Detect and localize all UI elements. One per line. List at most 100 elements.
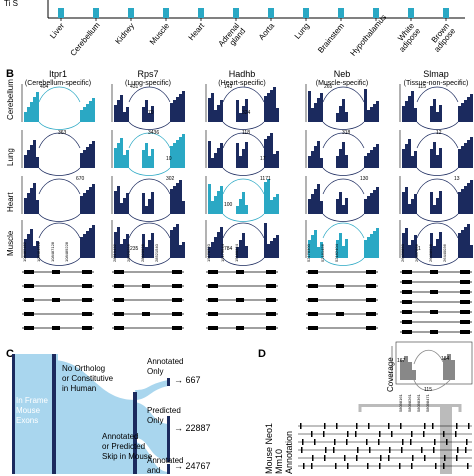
coverage-bar (308, 156, 311, 168)
coverage-bar (430, 192, 433, 214)
splice-junction-arc (222, 121, 265, 130)
annotation-exon (325, 447, 327, 453)
coordinate-label: 28521540 (154, 244, 159, 262)
exon-block (266, 284, 276, 288)
coverage-bar (314, 189, 317, 214)
coverage-bar (433, 142, 436, 168)
coverage-bar (236, 206, 239, 214)
exon-block (24, 298, 34, 302)
panel-d-track-label: Mouse Neo1 Mm10 Annotation (264, 422, 294, 474)
annotation-exon (323, 431, 325, 437)
coverage-bar (120, 244, 123, 258)
panel-c-flow-0-label: Annotated Only (147, 357, 184, 376)
exon-block (208, 312, 218, 316)
coverage-bar (36, 92, 39, 122)
coverage-bar (433, 99, 436, 122)
junction-count: 318 (342, 130, 351, 136)
coverage-bar (402, 233, 405, 258)
coverage-bar (208, 184, 211, 214)
coverage-bar (173, 186, 176, 214)
coverage-bar (267, 136, 270, 168)
gene-title-itpr1: Itpr1(Cerebellum-specific) (18, 70, 98, 88)
coverage-bar (267, 93, 270, 122)
panel-a-bar (163, 8, 169, 18)
splice-junction-arc (416, 257, 459, 266)
coverage-bar (317, 98, 320, 122)
coverage-bar (433, 205, 436, 214)
coverage-bar (467, 97, 470, 122)
gene-specificity: (Lung-specific) (125, 80, 171, 87)
exon-block (308, 284, 318, 288)
splice-junction-arc (416, 121, 459, 130)
exon-block (266, 298, 276, 302)
splice-junction-arc (322, 86, 365, 103)
panel-c-flow-1-value: → 22887 (174, 423, 211, 433)
junction-count: 143 (224, 84, 233, 90)
coverage-bar (311, 194, 314, 214)
coverage-bar (145, 143, 148, 168)
panel-c-top-label: No Ortholog or Constitutive in Human (62, 364, 114, 393)
exon-block (172, 326, 182, 330)
panel-c-left-label: In Frame Mouse Exons (16, 396, 49, 425)
coverage-bar (470, 180, 473, 214)
coverage-bar (86, 104, 89, 122)
coverage-bar (439, 232, 442, 258)
coverage-bar (336, 199, 339, 214)
coverage-bar (80, 153, 83, 168)
splice-junction-arc (222, 167, 265, 176)
exon-block (460, 330, 470, 334)
coverage-bar (83, 107, 86, 122)
exon-block (402, 310, 412, 314)
exon-block (24, 284, 34, 288)
junction-count: 235 (130, 246, 139, 252)
coverage-bar (30, 229, 33, 258)
coverage-bar (467, 140, 470, 168)
coverage-bar (123, 155, 126, 168)
panel-c-flow-1-label: Predicted Only (147, 406, 181, 425)
coverage-bar (24, 239, 27, 258)
annotation-exon (389, 447, 391, 453)
panel-d-figure (298, 341, 473, 474)
exon-block (402, 320, 412, 324)
annotation-exon (379, 431, 381, 437)
junction-count: 10 (166, 156, 172, 162)
coordinate-label: 108489228 (64, 241, 69, 262)
coverage-bar (411, 91, 414, 122)
junction-count: 70 (148, 110, 154, 116)
coordinate-label: 15180324 (234, 244, 239, 262)
coverage-bar (402, 149, 405, 168)
panel-a-bar (373, 8, 379, 18)
annotation-exon (465, 447, 467, 453)
coverage-bar (176, 140, 179, 168)
coverage-bar (370, 193, 373, 214)
coverage-bar (270, 133, 273, 168)
coverage-bar (220, 186, 223, 214)
exon-block (82, 312, 92, 316)
gene-specificity: (Tissue-non-specific) (403, 80, 469, 87)
annotation-exon (344, 455, 346, 461)
annotation-exon (366, 439, 368, 445)
coverage-bar (439, 148, 442, 168)
splice-junction-arc (322, 222, 365, 239)
annotation-exon (311, 463, 313, 469)
coverage-bar (114, 105, 117, 122)
junction-count: 324 (242, 110, 251, 116)
coverage-bar (376, 101, 379, 122)
annotation-exon (367, 463, 369, 469)
panel-a-bar (268, 8, 274, 18)
exon-block (460, 280, 470, 284)
coverage-bar (461, 146, 464, 168)
coordinate-label: 108484528 (36, 241, 41, 262)
coverage-bar (458, 106, 461, 122)
coverage-bar (439, 105, 442, 122)
annotation-exon (467, 463, 469, 469)
coverage-bar (220, 227, 223, 258)
coverage-bar (376, 228, 379, 258)
coverage-bar (317, 184, 320, 214)
coverage-bar (342, 205, 345, 214)
coverage-bar (92, 225, 95, 258)
coverage-bar (276, 151, 279, 168)
exon-block (142, 312, 150, 316)
coverage-bar (464, 143, 467, 168)
coverage-bar (86, 231, 89, 258)
